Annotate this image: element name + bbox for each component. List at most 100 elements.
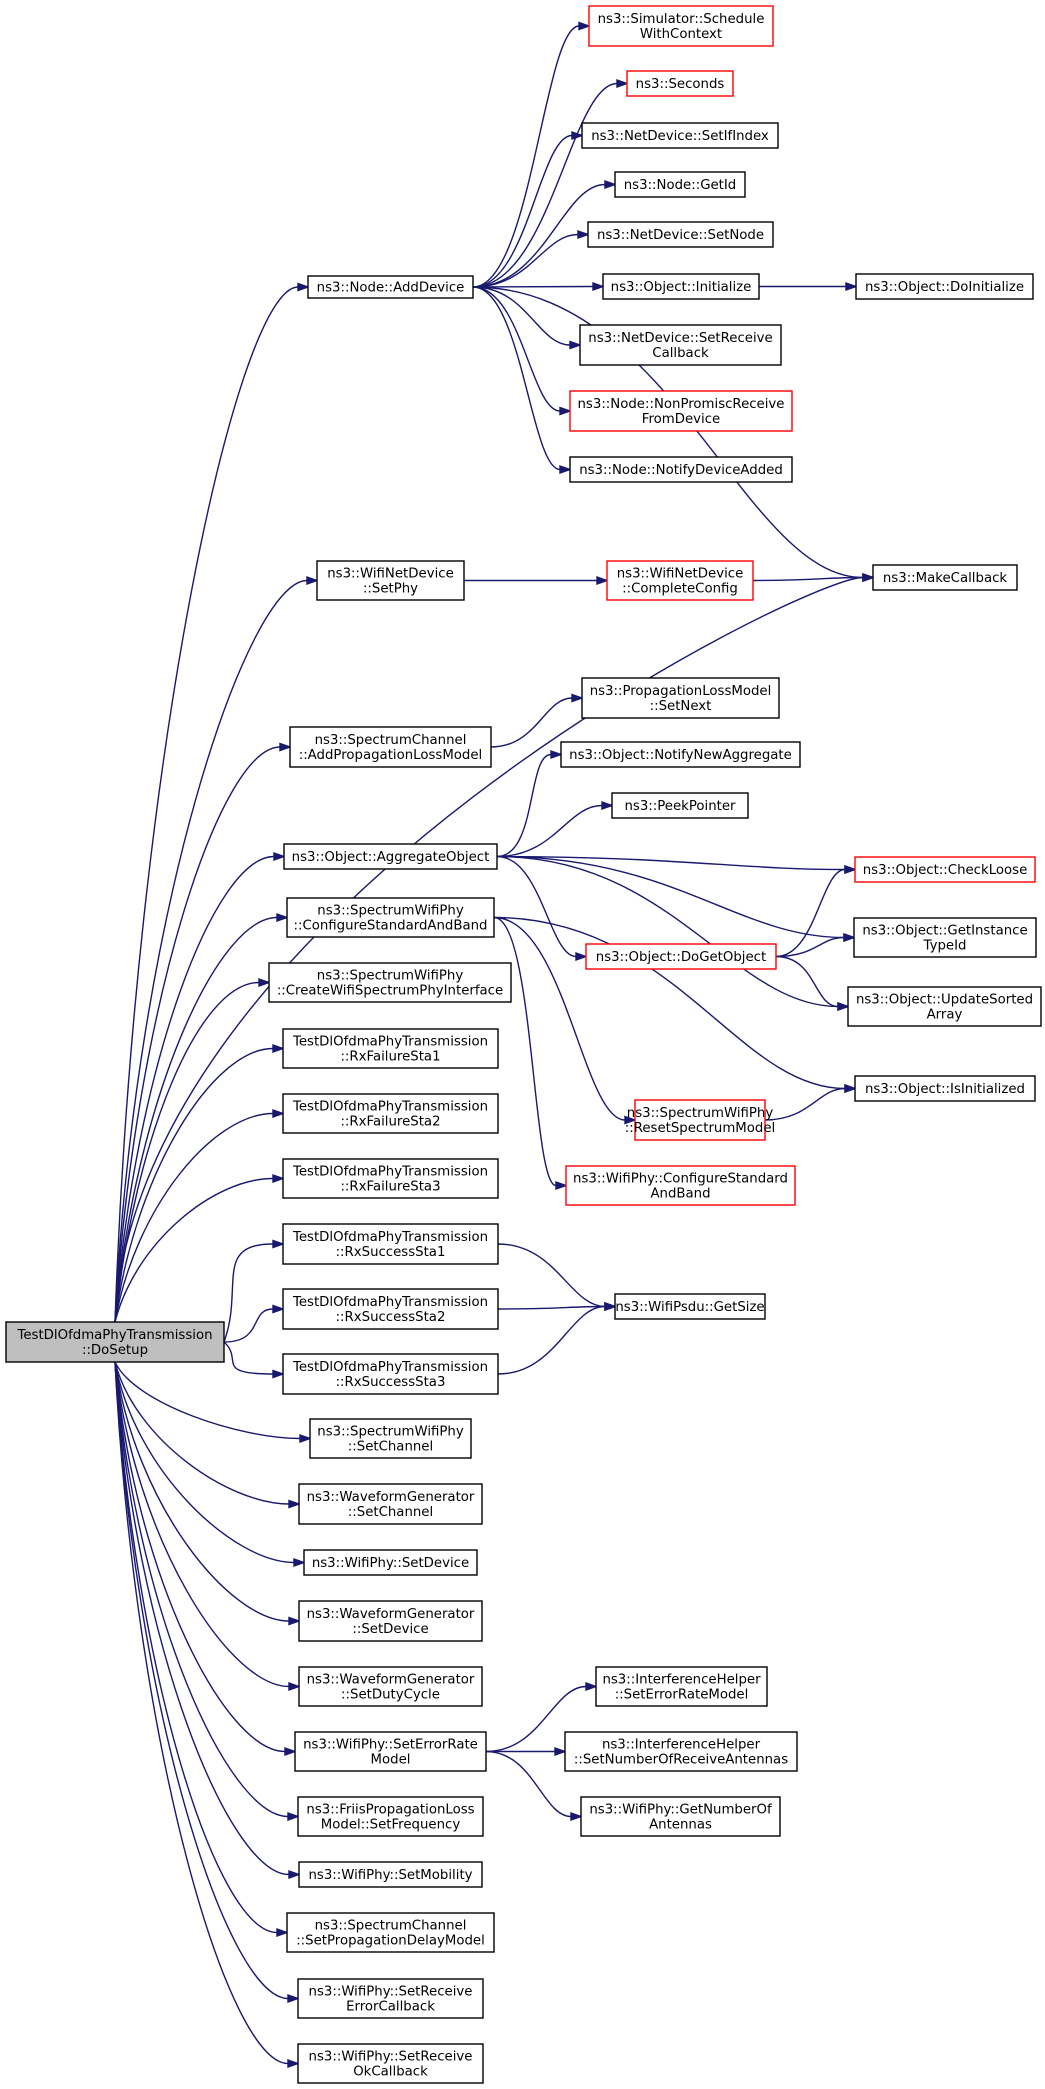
node-do-get-object[interactable]: ns3::Object::DoGetObject xyxy=(585,943,777,970)
edge-add-device-to-notify-added xyxy=(472,286,573,474)
node-label-line: ns3::WifiNetDevice xyxy=(617,567,744,582)
node-reset-spec[interactable]: ns3::SpectrumWifiPhy::ResetSpectrumModel xyxy=(625,1099,775,1141)
node-box xyxy=(588,5,774,47)
node-label-line: ns3::WifiPhy::SetDevice xyxy=(312,1556,469,1571)
edge-root-to-wg-set-duty xyxy=(114,1361,302,1691)
node-rx-fail3[interactable]: TestDlOfdmaPhyTransmission::RxFailureSta… xyxy=(282,1158,499,1199)
node-notify-new-agg[interactable]: ns3::Object::NotifyNewAggregate xyxy=(560,741,801,768)
node-wp-set-device[interactable]: ns3::WifiPhy::SetDevice xyxy=(303,1549,478,1576)
node-box xyxy=(855,273,1034,300)
node-label-line: ::ConfigureStandardAndBand xyxy=(294,919,488,934)
node-box xyxy=(282,1028,499,1069)
node-label-line: ns3::Seconds xyxy=(636,77,725,92)
node-box xyxy=(294,1731,487,1772)
node-sc-set-delay[interactable]: ns3::SpectrumChannel::SetPropagationDela… xyxy=(286,1912,495,1953)
node-root[interactable]: TestDlOfdmaPhyTransmission::DoSetup xyxy=(5,1321,225,1363)
node-friis-set-freq[interactable]: ns3::FriisPropagationLossModel::SetFrequ… xyxy=(297,1796,484,1837)
node-box xyxy=(282,1353,499,1395)
node-seconds[interactable]: ns3::Seconds xyxy=(626,70,734,97)
node-box xyxy=(581,677,780,719)
node-label-line: ns3::Object::DoGetObject xyxy=(596,950,766,965)
node-label-line: ns3::SpectrumWifiPhy xyxy=(627,1106,774,1121)
node-do-initialize[interactable]: ns3::Object::DoInitialize xyxy=(855,273,1034,300)
node-set-if-index[interactable]: ns3::NetDevice::SetIfIndex xyxy=(581,122,779,149)
node-label-line: ns3::Object::NotifyNewAggregate xyxy=(569,748,792,763)
node-box xyxy=(847,986,1042,1027)
node-rx-succ3[interactable]: TestDlOfdmaPhyTransmission::RxSuccessSta… xyxy=(282,1353,499,1395)
node-peek-pointer[interactable]: ns3::PeekPointer xyxy=(611,792,749,819)
node-notify-added[interactable]: ns3::Node::NotifyDeviceAdded xyxy=(569,456,793,483)
node-agg-object[interactable]: ns3::Object::AggregateObject xyxy=(283,843,498,870)
node-label-line: ns3::Node::GetId xyxy=(624,178,737,193)
node-create-iface[interactable]: ns3::SpectrumWifiPhy::CreateWifiSpectrum… xyxy=(268,962,512,1003)
node-label-line: ns3::PeekPointer xyxy=(624,799,736,814)
node-make-callback[interactable]: ns3::MakeCallback xyxy=(872,564,1018,591)
node-rx-succ1[interactable]: TestDlOfdmaPhyTransmission::RxSuccessSta… xyxy=(282,1223,499,1265)
node-box xyxy=(606,560,754,601)
node-label-line: ns3::WaveformGenerator xyxy=(307,1673,475,1688)
edge-root-to-conf-std-band xyxy=(114,913,290,1323)
node-wp-set-err[interactable]: ns3::WifiPhy::SetErrorRateModel xyxy=(294,1731,487,1772)
node-label-line: Array xyxy=(927,1008,963,1023)
node-check-loose[interactable]: ns3::Object::CheckLoose xyxy=(854,856,1036,883)
node-label-line: ::SetErrorRateModel xyxy=(615,1688,749,1703)
edge-conf-std-band-to-reset-spec xyxy=(493,916,638,1125)
node-conf-std-band[interactable]: ns3::SpectrumWifiPhy::ConfigureStandardA… xyxy=(286,897,495,938)
node-is-init[interactable]: ns3::Object::IsInitialized xyxy=(854,1075,1036,1102)
node-add-device[interactable]: ns3::Node::AddDevice xyxy=(307,275,474,299)
node-label-line: ns3::MakeCallback xyxy=(883,571,1008,586)
node-label-line: ::RxFailureSta1 xyxy=(340,1050,440,1065)
node-label-line: TestDlOfdmaPhyTransmission xyxy=(16,1328,212,1343)
node-label-line: ns3::SpectrumWifiPhy xyxy=(317,1425,464,1440)
node-label-line: ns3::WaveformGenerator xyxy=(307,1490,475,1505)
node-initialize[interactable]: ns3::Object::Initialize xyxy=(602,273,760,300)
node-box xyxy=(581,122,779,149)
node-box xyxy=(297,1796,484,1837)
node-wp-set-mob[interactable]: ns3::WifiPhy::SetMobility xyxy=(298,1861,483,1888)
edge-wp-set-err-to-ih-set-err xyxy=(485,1682,599,1753)
edge-root-to-rx-fail2 xyxy=(114,1109,286,1323)
node-get-id[interactable]: ns3::Node::GetId xyxy=(614,171,746,198)
node-box xyxy=(286,897,495,938)
node-add-prop-loss[interactable]: ns3::SpectrumChannel::AddPropagationLoss… xyxy=(289,726,492,768)
node-label-line: ns3::NetDevice::SetNode xyxy=(597,228,764,243)
node-ih-set-ant[interactable]: ns3::InterferenceHelper::SetNumberOfRece… xyxy=(564,1731,798,1772)
node-label-line: ns3::WifiNetDevice xyxy=(327,567,454,582)
node-complete-config[interactable]: ns3::WifiNetDevice::CompleteConfig xyxy=(606,560,754,601)
node-wg-set-duty[interactable]: ns3::WaveformGenerator::SetDutyCycle xyxy=(298,1666,483,1707)
node-label-line: AndBand xyxy=(650,1187,710,1202)
node-wg-set-device[interactable]: ns3::WaveformGenerator::SetDevice xyxy=(298,1600,483,1642)
node-label-line: ns3::WifiPhy::SetReceive xyxy=(309,2050,473,2065)
edge-root-to-wp-set-recv-ok xyxy=(114,1361,301,2068)
node-label-line: ::SetDutyCycle xyxy=(341,1688,440,1703)
edge-root-to-wg-set-device xyxy=(114,1361,302,1626)
edge-rx-succ1-to-get-size xyxy=(497,1243,618,1311)
node-wnd-set-phy[interactable]: ns3::WifiNetDevice::SetPhy xyxy=(316,560,465,601)
node-wp-conf-std[interactable]: ns3::WifiPhy::ConfigureStandardAndBand xyxy=(565,1165,796,1206)
edge-root-to-rx-fail3 xyxy=(114,1174,286,1323)
node-wg-set-channel[interactable]: ns3::WaveformGenerator::SetChannel xyxy=(298,1483,483,1525)
node-set-node[interactable]: ns3::NetDevice::SetNode xyxy=(587,221,774,248)
node-ih-set-err[interactable]: ns3::InterferenceHelper::SetErrorRateMod… xyxy=(595,1666,768,1707)
node-label-line: ::RxSuccessSta2 xyxy=(336,1310,446,1325)
node-get-size[interactable]: ns3::WifiPsdu::GetSize xyxy=(614,1293,766,1320)
edge-add-device-to-non-promisc xyxy=(472,286,573,416)
edge-do-get-object-to-get-inst-type-id xyxy=(775,933,857,958)
node-plm-set-next[interactable]: ns3::PropagationLossModel::SetNext xyxy=(581,677,780,719)
node-rx-fail2[interactable]: TestDlOfdmaPhyTransmission::RxFailureSta… xyxy=(282,1093,499,1134)
node-box xyxy=(569,390,793,432)
node-swp-set-channel[interactable]: ns3::SpectrumWifiPhy::SetChannel xyxy=(309,1418,472,1459)
node-label-line: ns3::InterferenceHelper xyxy=(602,1738,761,1753)
node-rx-fail1[interactable]: TestDlOfdmaPhyTransmission::RxFailureSta… xyxy=(282,1028,499,1069)
edge-conf-std-band-to-wp-conf-std xyxy=(493,916,569,1190)
node-box xyxy=(587,221,774,248)
node-rx-succ2[interactable]: TestDlOfdmaPhyTransmission::RxSuccessSta… xyxy=(282,1288,499,1330)
